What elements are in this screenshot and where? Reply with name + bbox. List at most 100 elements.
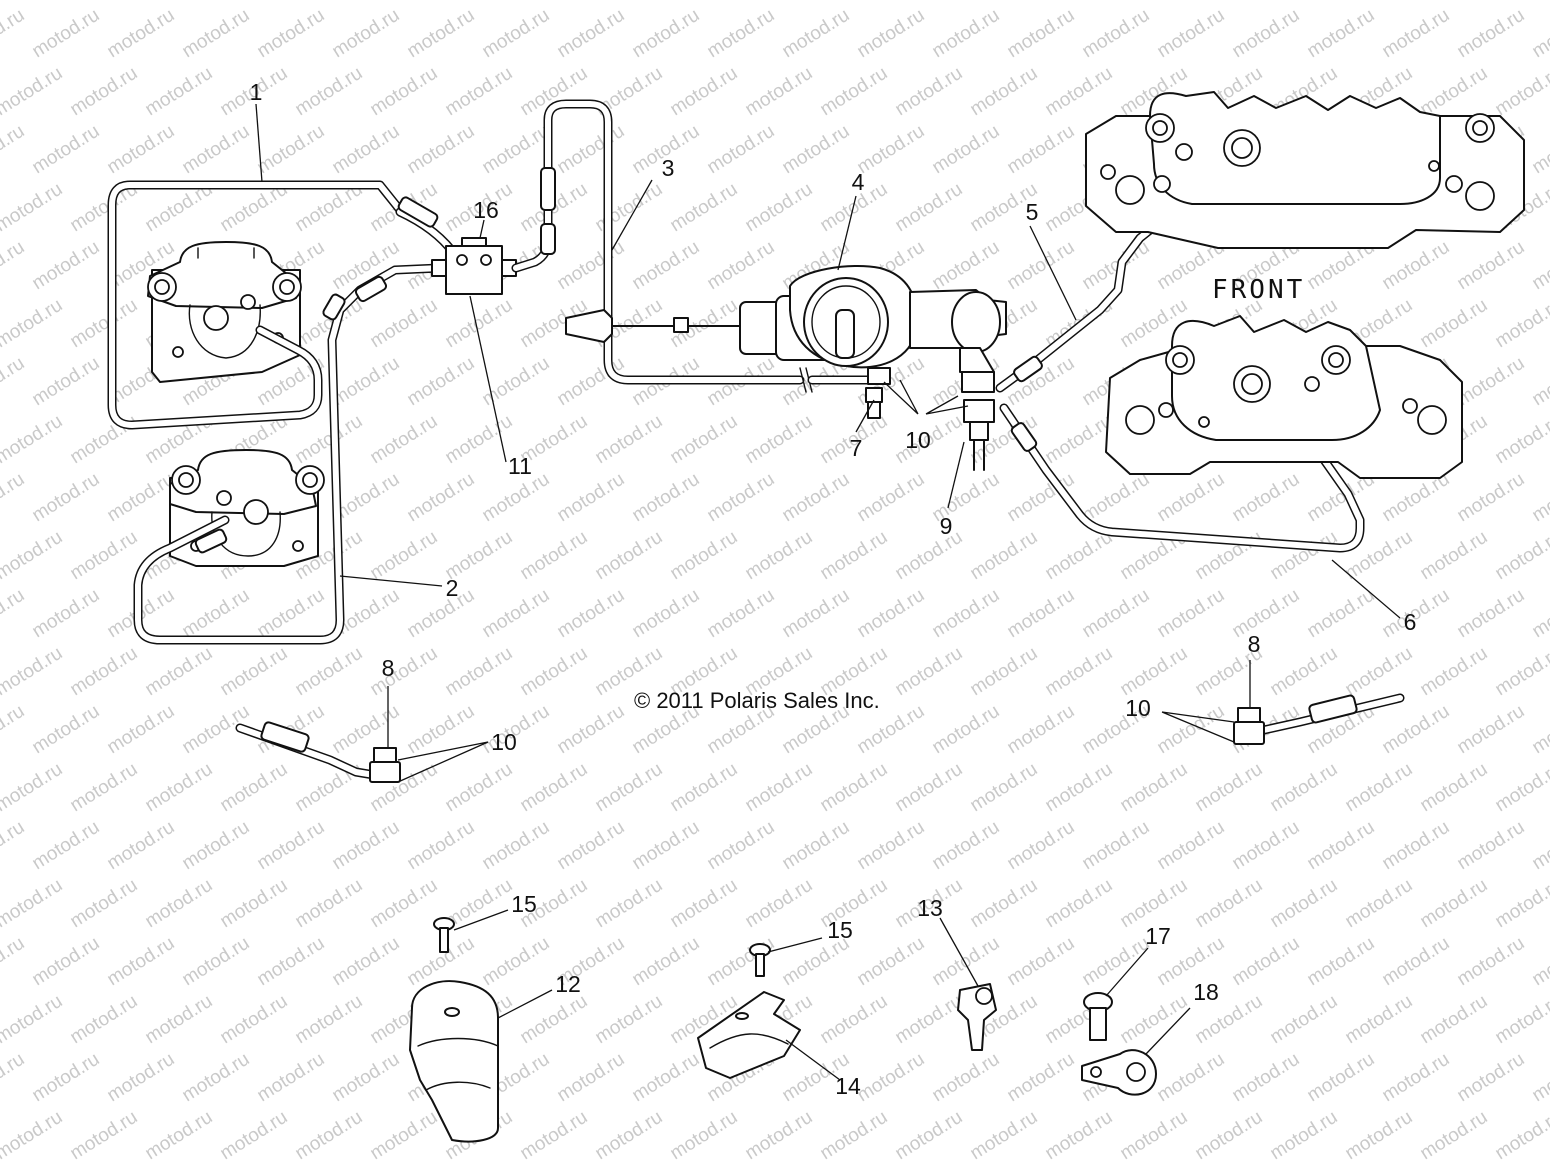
- watermark-text: motod.ru: [67, 0, 142, 4]
- watermark-text: motod.ru: [67, 63, 142, 121]
- watermark-text: motod.ru: [929, 121, 1004, 179]
- watermark-text: motod.ru: [592, 527, 667, 585]
- watermark-text: motod.ru: [1042, 0, 1117, 4]
- watermark-text: motod.ru: [1117, 1107, 1192, 1163]
- watermark-text: motod.ru: [1379, 817, 1454, 875]
- watermark-text: motod.ru: [292, 643, 367, 701]
- watermark-text: motod.ru: [367, 0, 442, 4]
- watermark-text: motod.ru: [817, 63, 892, 121]
- watermark-text: motod.ru: [667, 527, 742, 585]
- watermark-text: motod.ru: [217, 991, 292, 1049]
- watermark-text: motod.ru: [1229, 5, 1304, 63]
- watermark-text: motod.ru: [817, 991, 892, 1049]
- watermark-text: motod.ru: [142, 643, 217, 701]
- watermark-text: motod.ru: [1454, 237, 1529, 295]
- watermark-text: motod.ru: [179, 1049, 254, 1107]
- watermark-text: motod.ru: [779, 817, 854, 875]
- watermark-text: motod.ru: [704, 121, 779, 179]
- watermark-text: motod.ru: [629, 469, 704, 527]
- watermark-text: motod.ru: [929, 817, 1004, 875]
- watermark-text: motod.ru: [1304, 933, 1379, 991]
- watermark-text: motod.ru: [704, 237, 779, 295]
- watermark-text: motod.ru: [1004, 817, 1079, 875]
- watermark-text: motod.ru: [1454, 585, 1529, 643]
- banjo-bolt-7: [865, 387, 883, 419]
- watermark-text: motod.ru: [292, 63, 367, 121]
- watermark-text: motod.ru: [554, 121, 629, 179]
- watermark-text: motod.ru: [1229, 469, 1304, 527]
- watermark-text: motod.ru: [1267, 1107, 1342, 1163]
- callout-6: 6: [1404, 609, 1417, 635]
- watermark-text: motod.ru: [1004, 701, 1079, 759]
- watermark-text: motod.ru: [1267, 759, 1342, 817]
- watermark-text: motod.ru: [1492, 991, 1550, 1049]
- watermark-text: motod.ru: [817, 0, 892, 4]
- watermark-text: motod.ru: [67, 759, 142, 817]
- watermark-text: motod.ru: [592, 759, 667, 817]
- watermark-text: motod.ru: [592, 991, 667, 1049]
- callout-13: 13: [917, 895, 943, 921]
- watermark-text: motod.ru: [292, 991, 367, 1049]
- watermark-text: motod.ru: [1004, 933, 1079, 991]
- watermark-text: motod.ru: [1454, 1049, 1529, 1107]
- watermark-text: motod.ru: [1004, 5, 1079, 63]
- watermark-text: motod.ru: [779, 5, 854, 63]
- watermark-text: motod.ru: [1492, 0, 1550, 4]
- watermark-text: motod.ru: [29, 933, 104, 991]
- watermark-text: motod.ru: [1342, 527, 1417, 585]
- watermark-text: motod.ru: [367, 295, 442, 353]
- watermark-text: motod.ru: [667, 179, 742, 237]
- watermark-text: motod.ru: [217, 0, 292, 4]
- watermark-text: motod.ru: [367, 527, 442, 585]
- watermark-text: motod.ru: [1267, 527, 1342, 585]
- watermark-text: motod.ru: [67, 411, 142, 469]
- watermark-text: motod.ru: [967, 875, 1042, 933]
- watermark-text: motod.ru: [142, 759, 217, 817]
- watermark-text: motod.ru: [667, 1107, 742, 1163]
- watermark-text: motod.ru: [1304, 1049, 1379, 1107]
- watermark-text: motod.ru: [742, 411, 817, 469]
- watermark-text: motod.ru: [179, 817, 254, 875]
- watermark-text: motod.ru: [254, 585, 329, 643]
- watermark-text: motod.ru: [404, 817, 479, 875]
- watermark-text: motod.ru: [29, 469, 104, 527]
- watermark-text: motod.ru: [1454, 701, 1529, 759]
- watermark-text: motod.ru: [1492, 295, 1550, 353]
- watermark-text: motod.ru: [1379, 933, 1454, 991]
- watermark-text: motod.ru: [554, 585, 629, 643]
- bolt-17: [1083, 992, 1113, 1041]
- watermark-text: motod.ru: [404, 121, 479, 179]
- watermark-text: motod.ru: [1117, 991, 1192, 1049]
- watermark-text: motod.ru: [967, 1107, 1042, 1163]
- watermark-text: motod.ru: [1117, 643, 1192, 701]
- watermark-text: motod.ru: [1229, 933, 1304, 991]
- watermark-text: motod.ru: [929, 237, 1004, 295]
- watermark-text: motod.ru: [479, 817, 554, 875]
- clamp-12: [409, 980, 499, 1143]
- watermark-text: motod.ru: [67, 875, 142, 933]
- watermark-text: motod.ru: [1304, 5, 1379, 63]
- watermark-text: motod.ru: [0, 527, 66, 585]
- watermark-text: motod.ru: [442, 0, 517, 4]
- watermark-text: motod.ru: [179, 933, 254, 991]
- clip-13: [957, 983, 997, 1051]
- watermark-text: motod.ru: [479, 5, 554, 63]
- watermark-text: motod.ru: [817, 1107, 892, 1163]
- watermark-text: motod.ru: [742, 63, 817, 121]
- watermark-text: motod.ru: [1342, 1107, 1417, 1163]
- watermark-text: motod.ru: [104, 1049, 179, 1107]
- watermark-text: motod.ru: [1267, 0, 1342, 4]
- watermark-text: motod.ru: [67, 527, 142, 585]
- watermark-text: motod.ru: [1529, 1049, 1550, 1107]
- watermark-text: motod.ru: [0, 179, 66, 237]
- screw-15-left: [433, 917, 455, 953]
- watermark-text: motod.ru: [554, 5, 629, 63]
- watermark-text: motod.ru: [1342, 875, 1417, 933]
- watermark-text: motod.ru: [1004, 585, 1079, 643]
- watermark-text: motod.ru: [704, 817, 779, 875]
- watermark-text: motod.ru: [1492, 63, 1550, 121]
- watermark-text: motod.ru: [142, 875, 217, 933]
- watermark-text: motod.ru: [1342, 0, 1417, 4]
- watermark-text: motod.ru: [779, 585, 854, 643]
- front-caliper-upper: [1085, 91, 1525, 249]
